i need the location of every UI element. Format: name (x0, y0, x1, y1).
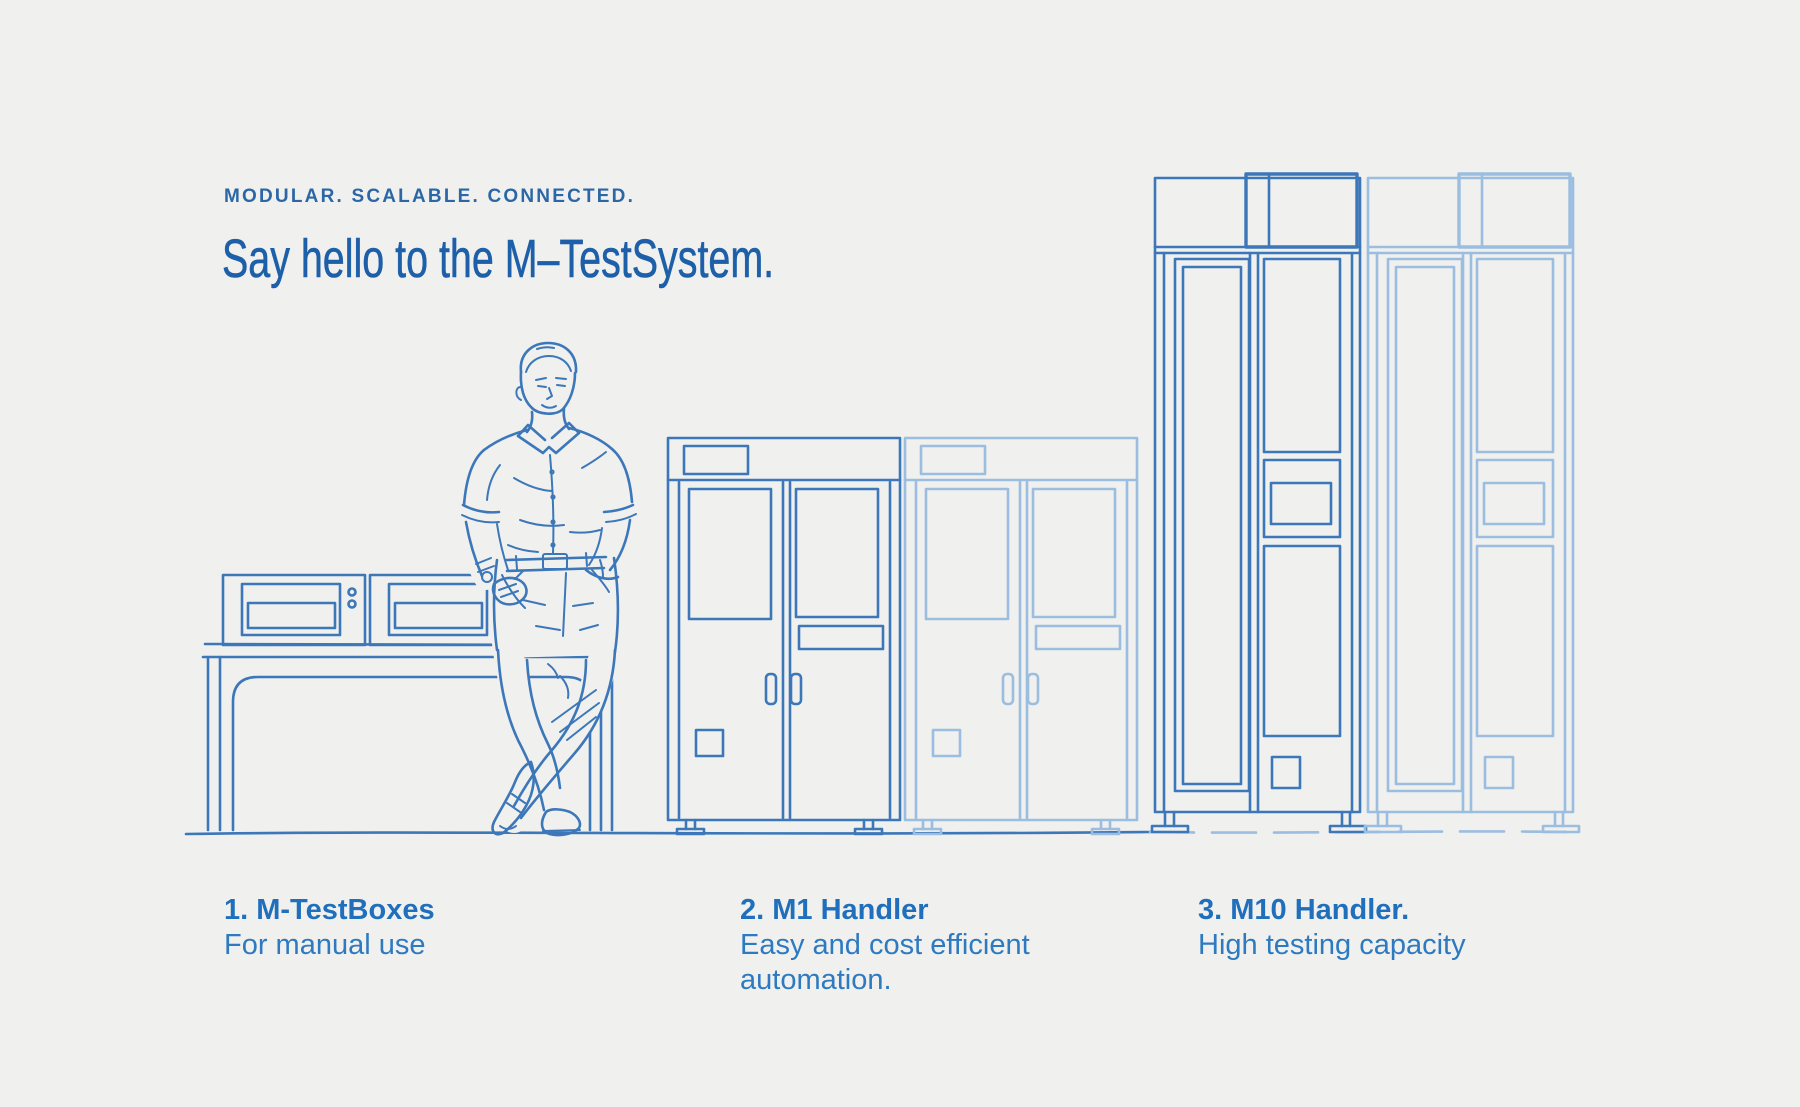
caption-m-testboxes: 1. M-TestBoxes For manual use (224, 893, 554, 963)
caption-title: 3. M10 Handler. (1198, 894, 1410, 926)
caption-m10-handler: 3. M10 Handler. High testing capacity (1198, 893, 1528, 963)
caption-body: For manual use (224, 929, 426, 961)
m1-handler-cabinet (666, 436, 902, 836)
m1-handler-cabinet-ghost (903, 436, 1139, 836)
caption-m1-handler: 2. M1 Handler Easy and cost efficient au… (740, 893, 1070, 998)
m-testbox-1 (221, 573, 367, 647)
caption-title: 1. M-TestBoxes (224, 894, 435, 926)
caption-title: 2. M1 Handler (740, 894, 929, 926)
caption-body: High testing capacity (1198, 929, 1466, 961)
m10-handler-cabinet-ghost (1363, 172, 1581, 834)
man-outline (461, 341, 637, 837)
page-title: Say hello to the M–TestSystem. (222, 229, 775, 289)
man-figure (454, 341, 644, 837)
m10-handler-cabinet (1150, 172, 1368, 834)
eyebrow-text: MODULAR. SCALABLE. CONNECTED. (224, 186, 636, 207)
caption-body: Easy and cost efficient automation. (740, 929, 1030, 996)
